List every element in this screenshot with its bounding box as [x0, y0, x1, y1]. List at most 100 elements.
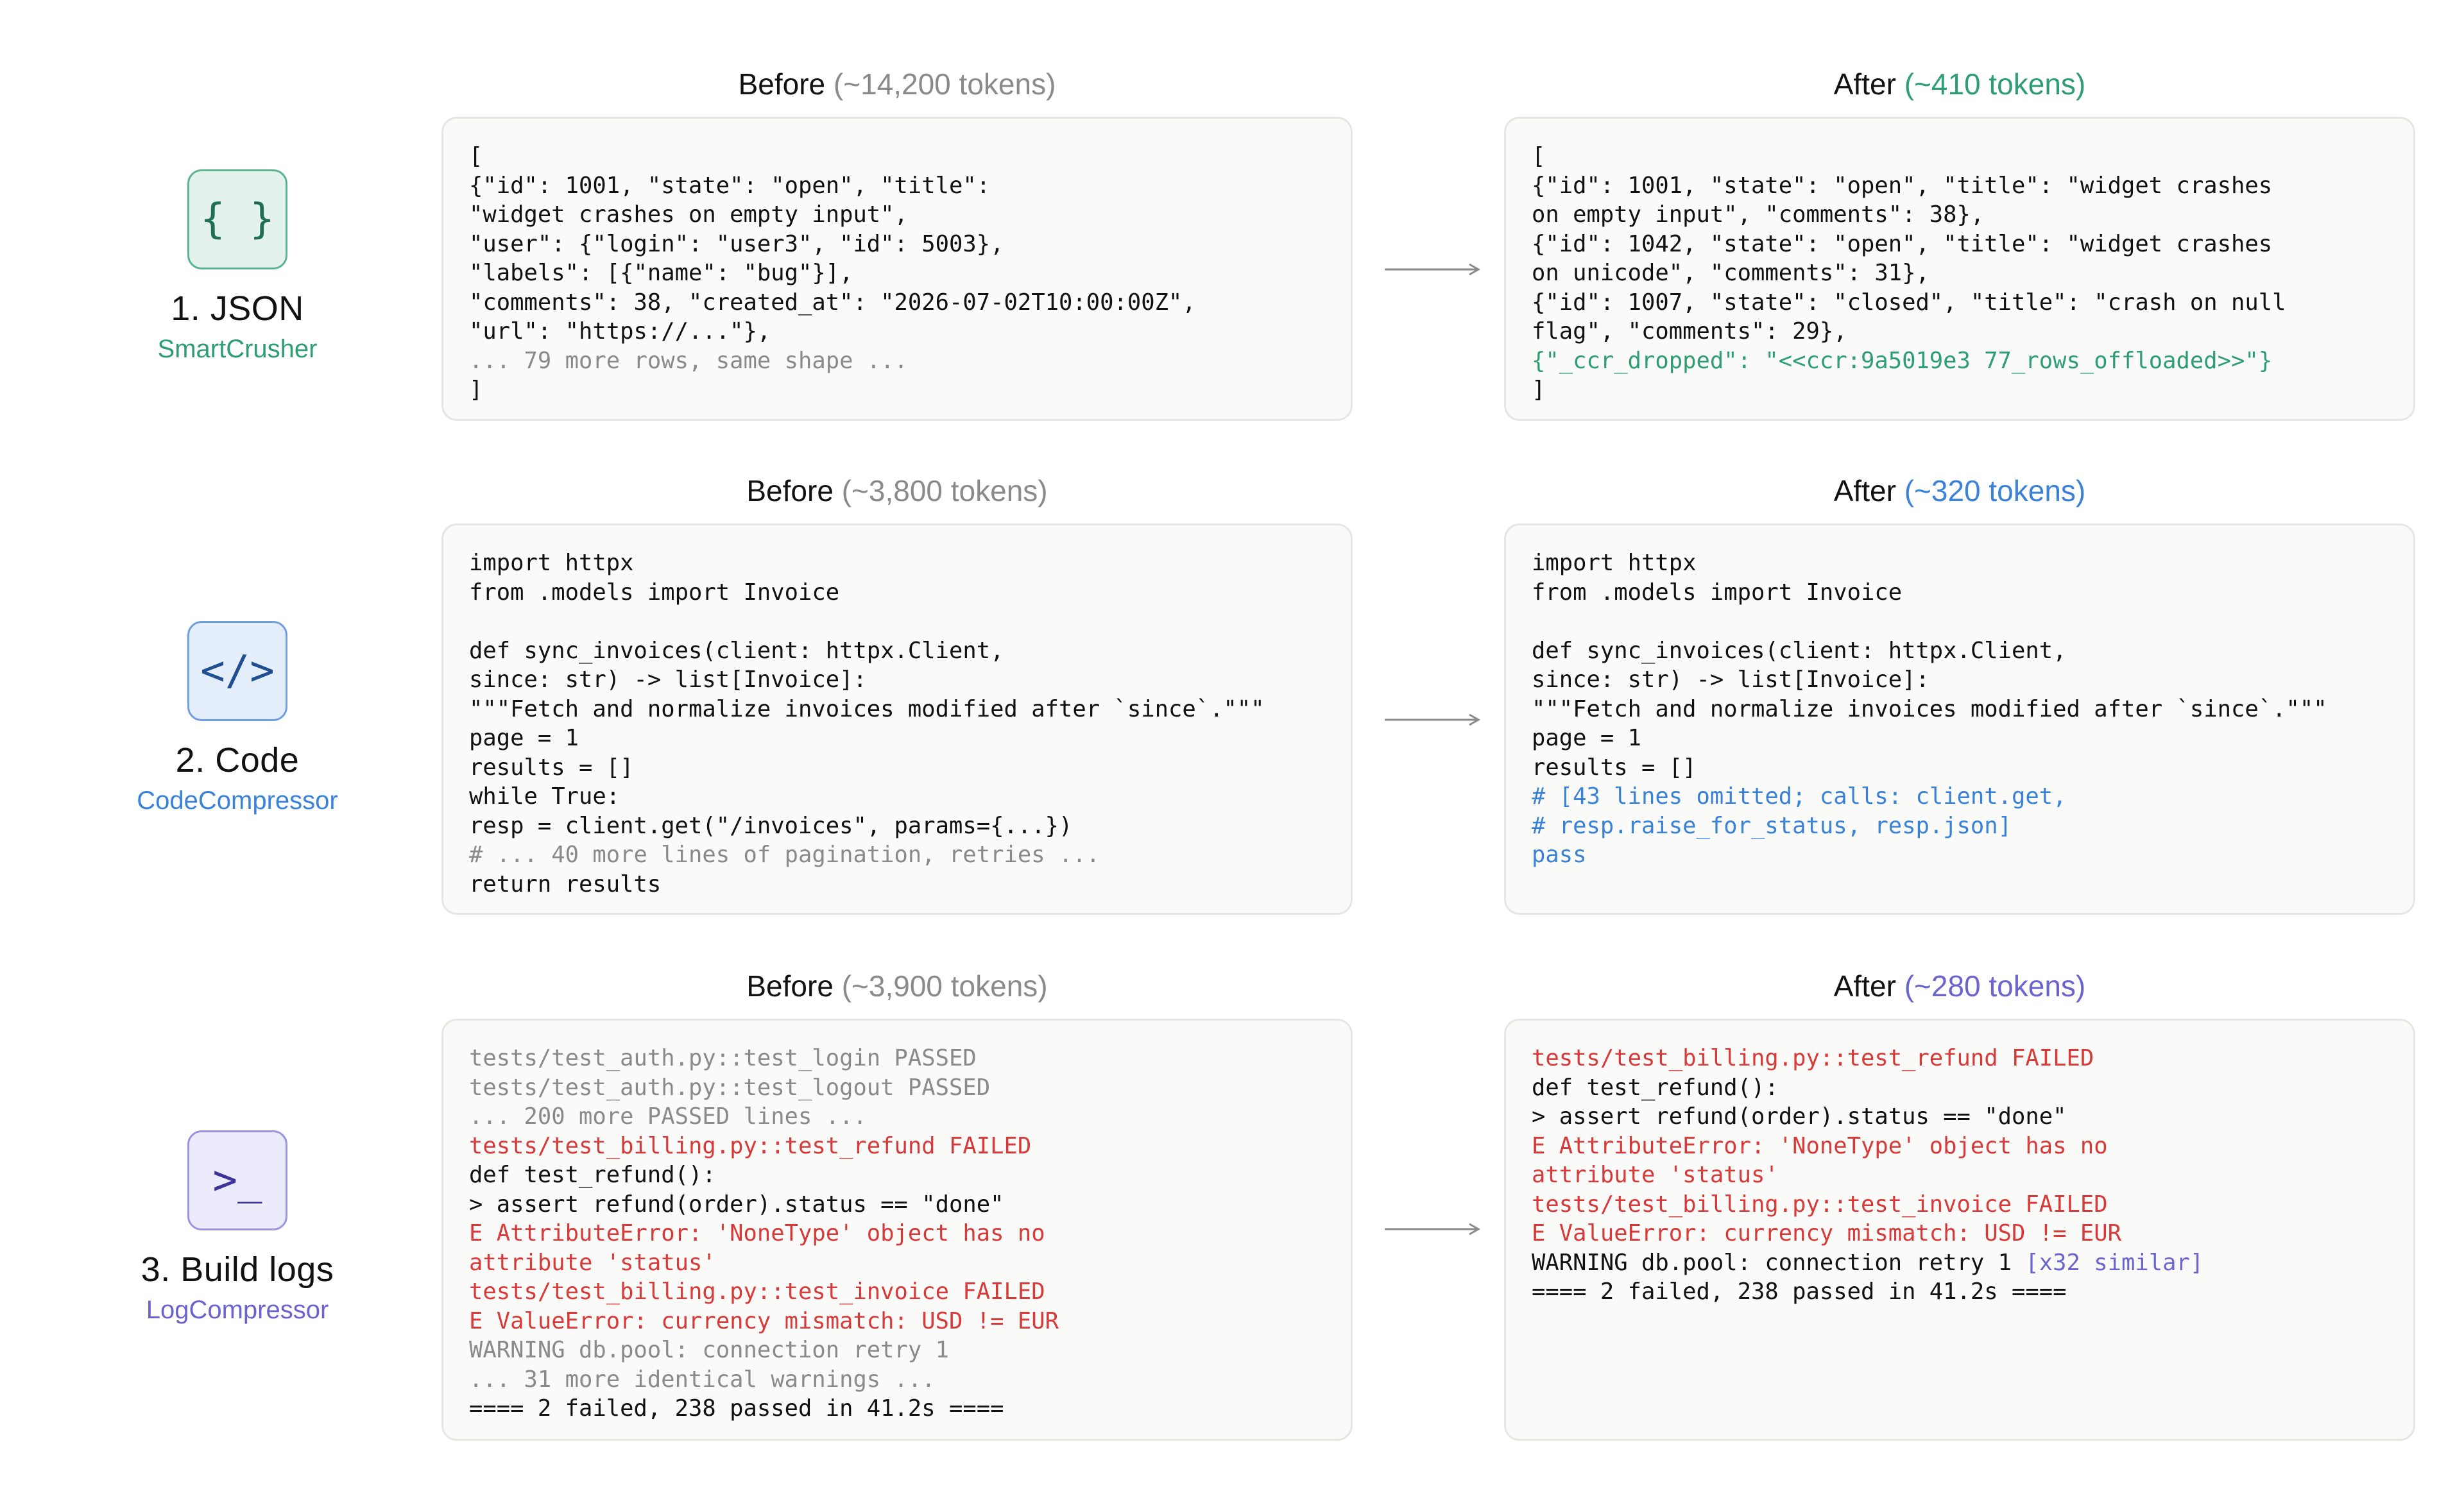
code-line-text: flag", "comments": 29}, — [1532, 318, 1847, 344]
code-line-text: # ... 40 more lines of pagination, retri… — [469, 842, 1100, 868]
code-line-text: ==== 2 failed, 238 passed in 41.2s ==== — [469, 1395, 1004, 1422]
code-line-text: # resp.raise_for_status, resp.json] — [1532, 812, 2012, 839]
code-line-text: "labels": [{"name": "bug"}], — [469, 260, 853, 286]
code-line-text: from .models import Invoice — [1532, 579, 1903, 606]
code-line: E AttributeError: 'NoneType' object has … — [1532, 1132, 2388, 1161]
before-token-count: (~3,900 tokens) — [841, 969, 1048, 1003]
code-line: def sync_invoices(client: httpx.Client, — [469, 636, 1325, 666]
after-heading: After (~280 tokens) — [1504, 969, 2415, 1003]
before-code: [{"id": 1001, "state": "open", "title":"… — [469, 142, 1325, 405]
code-line: # resp.raise_for_status, resp.json] — [1532, 812, 2388, 841]
code-line: on empty input", "comments": 38}, — [1532, 200, 2388, 230]
row-title: 3. Build logs — [141, 1250, 334, 1289]
after-heading: After (~410 tokens) — [1504, 67, 2415, 101]
code-line-text: attribute 'status' — [469, 1249, 716, 1276]
code-line: [ — [1532, 142, 2388, 171]
after-heading: After (~320 tokens) — [1504, 473, 2415, 508]
code-line-text: page = 1 — [469, 725, 579, 751]
code-line-text: {"id": 1001, "state": "open", "title": — [469, 172, 991, 199]
code-line-text: tests/test_billing.py::test_refund FAILE… — [469, 1132, 1032, 1159]
code-line-text: tests/test_billing.py::test_refund FAILE… — [1532, 1045, 2094, 1071]
after-label: After — [1833, 474, 1896, 507]
after-code-panel: [{"id": 1001, "state": "open", "title": … — [1504, 117, 2415, 421]
row-label-json: { } 1. JSON SmartCrusher — [122, 169, 353, 364]
code-line: def sync_invoices(client: httpx.Client, — [1532, 636, 2388, 666]
code-line: def test_refund(): — [469, 1160, 1325, 1190]
row-title: 1. JSON — [171, 289, 304, 328]
code-line-text: """Fetch and normalize invoices modified… — [1532, 695, 2327, 722]
code-line: resp = client.get("/invoices", params={.… — [469, 812, 1325, 841]
code-line-text: > assert refund(order).status == "done" — [469, 1191, 1004, 1218]
code-line-text: def sync_invoices(client: httpx.Client, — [469, 637, 1004, 664]
code-line: "user": {"login": "user3", "id": 5003}, — [469, 230, 1325, 259]
code-line-suffix: [x32 similar] — [2012, 1249, 2204, 1276]
code-line: {"id": 1007, "state": "closed", "title":… — [1532, 288, 2388, 318]
code-line: WARNING db.pool: connection retry 1 [x32… — [1532, 1248, 2388, 1278]
code-line-text: E AttributeError: 'NoneType' object has … — [1532, 1132, 2108, 1159]
code-line: ] — [1532, 375, 2388, 405]
code-line: while True: — [469, 782, 1325, 812]
code-line-text: "user": {"login": "user3", "id": 5003}, — [469, 230, 1004, 257]
code-line-text: {"id": 1042, "state": "open", "title": "… — [1532, 230, 2273, 257]
before-token-count: (~14,200 tokens) — [833, 67, 1056, 101]
row-label-code: </> 2. Code CodeCompressor — [122, 621, 353, 815]
code-line — [1532, 607, 2388, 636]
code-line-text: tests/test_billing.py::test_invoice FAIL… — [1532, 1191, 2108, 1218]
row-title: 2. Code — [175, 741, 300, 779]
code-line: "url": "https://..."}, — [469, 317, 1325, 346]
code-line-text: ] — [1532, 377, 1546, 403]
code-line: "labels": [{"name": "bug"}], — [469, 259, 1325, 288]
code-line: E ValueError: currency mismatch: USD != … — [1532, 1219, 2388, 1248]
code-line-text: > assert refund(order).status == "done" — [1532, 1103, 2067, 1130]
code-line: {"id": 1001, "state": "open", "title": "… — [1532, 171, 2388, 201]
code-line-text: import httpx — [469, 550, 634, 576]
code-line-text: ... 31 more identical warnings ... — [469, 1366, 936, 1393]
row-subtitle: CodeCompressor — [137, 786, 338, 815]
code-line: ... 200 more PASSED lines ... — [469, 1102, 1325, 1132]
code-line-text: since: str) -> list[Invoice]: — [469, 667, 867, 693]
code-line-text: ... 200 more PASSED lines ... — [469, 1103, 867, 1130]
code-line-text: # [43 lines omitted; calls: client.get, — [1532, 783, 2067, 810]
before-label: Before — [746, 474, 834, 507]
code-line: E ValueError: currency mismatch: USD != … — [469, 1307, 1325, 1336]
code-line-text: """Fetch and normalize invoices modified… — [469, 695, 1265, 722]
code-line: {"id": 1042, "state": "open", "title": "… — [1532, 230, 2388, 259]
after-token-count: (~410 tokens) — [1904, 67, 2086, 101]
code-line-text: ] — [469, 377, 483, 403]
code-line-text: WARNING db.pool: connection retry 1 — [469, 1337, 950, 1363]
code-line: > assert refund(order).status == "done" — [469, 1190, 1325, 1220]
code-line-text: from .models import Invoice — [469, 579, 840, 606]
code-line-text: since: str) -> list[Invoice]: — [1532, 667, 1929, 693]
code-line-text: on unicode", "comments": 31}, — [1532, 260, 1929, 286]
code-line-text: return results — [469, 871, 662, 897]
before-token-count: (~3,800 tokens) — [841, 474, 1048, 507]
after-code-panel: tests/test_billing.py::test_refund FAILE… — [1504, 1019, 2415, 1441]
code-line: {"id": 1001, "state": "open", "title": — [469, 171, 1325, 201]
code-line: "widget crashes on empty input", — [469, 200, 1325, 230]
code-line: page = 1 — [1532, 724, 2388, 753]
code-line-text: import httpx — [1532, 550, 1697, 576]
code-line-text — [1532, 608, 1545, 634]
row-subtitle: SmartCrusher — [157, 335, 318, 363]
code-line: WARNING db.pool: connection retry 1 — [469, 1336, 1325, 1365]
code-line-text: E AttributeError: 'NoneType' object has … — [469, 1220, 1045, 1246]
code-line: ==== 2 failed, 238 passed in 41.2s ==== — [469, 1394, 1325, 1424]
code-line: flag", "comments": 29}, — [1532, 317, 2388, 346]
before-heading: Before (~3,900 tokens) — [441, 969, 1353, 1003]
code-line-text: {"id": 1001, "state": "open", "title": "… — [1532, 172, 2273, 199]
code-line-text: {"id": 1007, "state": "closed", "title":… — [1532, 289, 2286, 316]
after-code: tests/test_billing.py::test_refund FAILE… — [1532, 1044, 2388, 1307]
arrow-right-icon — [1385, 263, 1481, 276]
after-label: After — [1833, 969, 1896, 1003]
code-line-text: tests/test_auth.py::test_login PASSED — [469, 1045, 977, 1071]
code-line: page = 1 — [469, 724, 1325, 753]
code-line — [469, 607, 1325, 636]
code-line: ==== 2 failed, 238 passed in 41.2s ==== — [1532, 1277, 2388, 1307]
code-line-text: ... 79 more rows, same shape ... — [469, 347, 908, 374]
json-braces-icon: { } — [187, 169, 287, 269]
code-line-text: ==== 2 failed, 238 passed in 41.2s ==== — [1532, 1279, 2067, 1305]
